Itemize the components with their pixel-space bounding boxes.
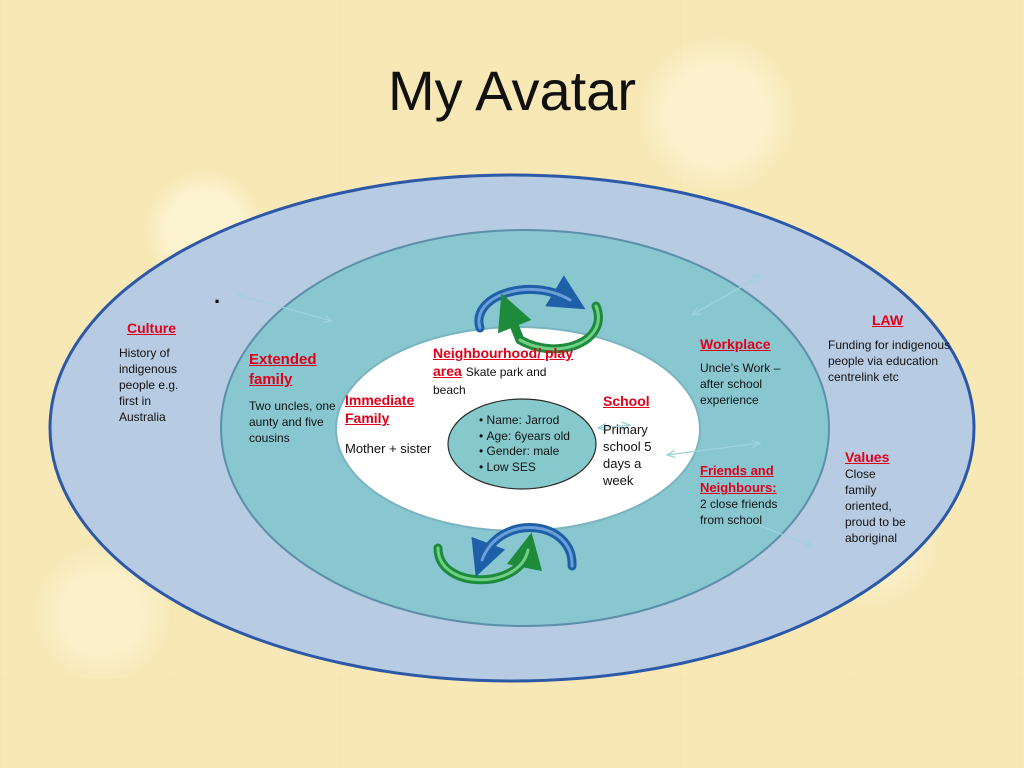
connector-arrows <box>238 276 812 546</box>
profile-item-gender: Gender: male <box>479 444 570 460</box>
profile-item-age: Age: 6years old <box>479 429 570 445</box>
bottom-cycle-arrows-icon <box>433 523 577 585</box>
arrow-friends-connector <box>667 443 760 455</box>
arrow-values-connector <box>745 520 812 546</box>
arrow-law-connector <box>692 276 760 315</box>
law-text: Funding for indigenous people via educat… <box>828 338 951 384</box>
extended-family-heading: Extended family <box>249 351 317 388</box>
arrow-culture-connector <box>238 295 332 321</box>
law-heading: LAW <box>872 312 904 328</box>
neighbourhood-heading: Neighbourhood/ play area <box>433 345 573 379</box>
values-heading: Values <box>845 449 890 465</box>
neighbourhood-block: Neighbourhood/ play area Skate park and … <box>433 344 573 398</box>
values-text: Close family oriented, proud to be abori… <box>845 467 906 545</box>
neighbourhood-text: Skate park and beach <box>433 365 547 397</box>
school-text: Primary school 5 days a week <box>603 422 652 488</box>
workplace-text: Uncle’s Work – after school experience <box>700 361 781 407</box>
workplace-heading: Workplace <box>700 336 771 352</box>
profile-item-name: Name: Jarrod <box>479 413 570 429</box>
profile-item-ses: Low SES <box>479 460 570 476</box>
child-profile-list: Name: Jarrod Age: 6years old Gender: mal… <box>479 413 570 475</box>
slide-title: My Avatar <box>388 59 636 122</box>
culture-text: History of indigenous people e.g. first … <box>119 346 179 424</box>
immediate-family-text: Mother + sister <box>345 441 432 456</box>
friends-heading: Friends and Neighbours: <box>700 463 777 495</box>
immediate-family-heading: Immediate Family <box>345 392 415 426</box>
extended-family-text: Two uncles, one aunty and five cousins <box>249 399 336 445</box>
arrow-school-connector <box>598 425 630 428</box>
friends-text: 2 close friends from school <box>700 497 778 527</box>
school-heading: School <box>603 393 650 409</box>
top-cycle-arrows-icon <box>474 275 603 354</box>
marker-dot: . <box>214 283 221 308</box>
culture-heading: Culture <box>127 320 176 336</box>
